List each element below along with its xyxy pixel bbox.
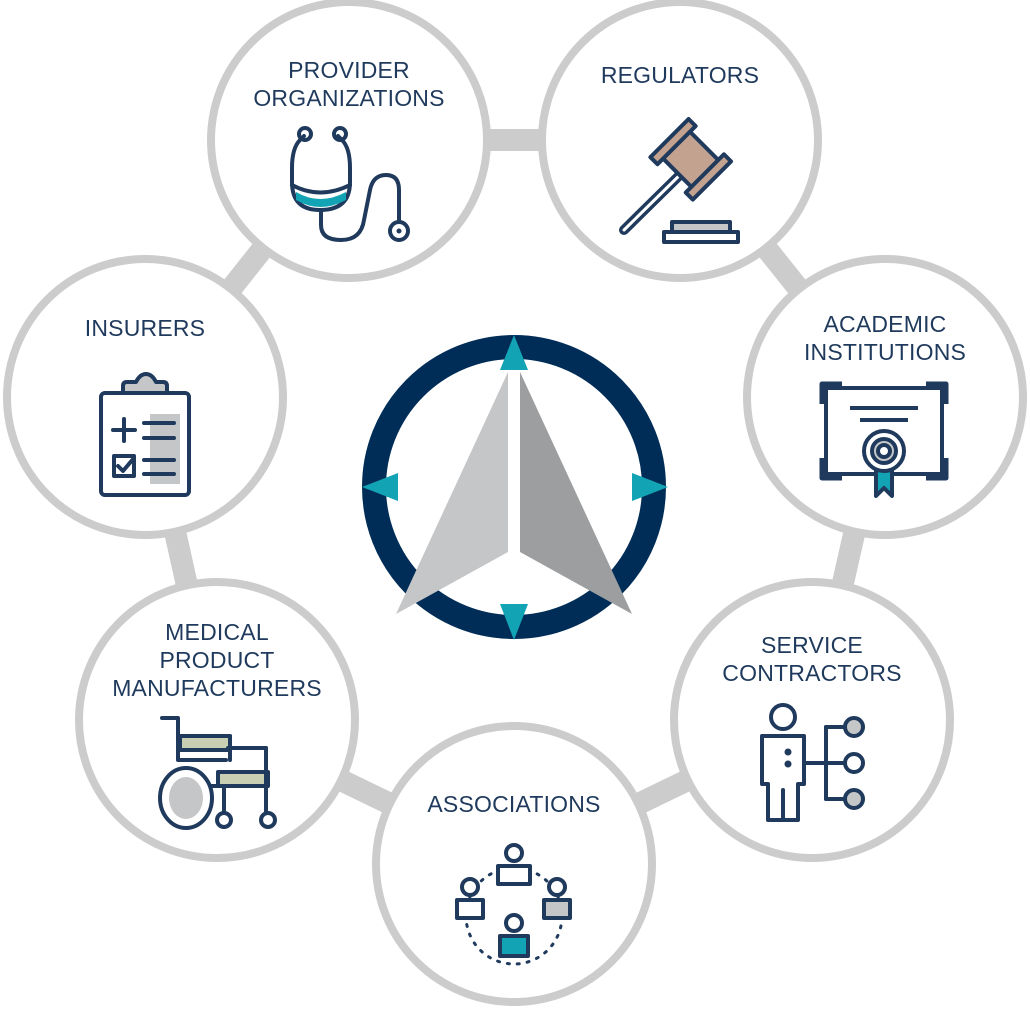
compass-west-marker bbox=[362, 473, 398, 501]
node-label-service: SERVICE CONTRACTORS bbox=[692, 631, 932, 687]
certificate-icon bbox=[819, 381, 949, 498]
gavel-icon bbox=[619, 116, 740, 244]
label-line: ASSOCIATIONS bbox=[427, 791, 601, 817]
node-circle-insurers bbox=[3, 255, 287, 539]
node-label-associations: ASSOCIATIONS bbox=[394, 790, 634, 818]
label-line: CONTRACTORS bbox=[722, 660, 902, 686]
label-line: INSURERS bbox=[84, 315, 206, 341]
node-circle-academic bbox=[743, 255, 1027, 539]
node-label-academic: ACADEMIC INSTITUTIONS bbox=[765, 310, 1005, 366]
clipboard-icon bbox=[99, 372, 191, 497]
node-label-medical: MEDICAL PRODUCT MANUFACTURERS bbox=[97, 618, 337, 702]
label-line: MEDICAL bbox=[165, 619, 269, 645]
compass-needle-right bbox=[520, 372, 632, 614]
node-label-insurers: INSURERS bbox=[25, 314, 265, 342]
compass-navigation-icon bbox=[362, 335, 668, 640]
node-label-regulators: REGULATORS bbox=[560, 61, 800, 89]
label-line: PROVIDER bbox=[288, 57, 410, 83]
label-line: INSTITUTIONS bbox=[803, 339, 967, 365]
label-line: ORGANIZATIONS bbox=[253, 85, 445, 111]
node-circle-medical bbox=[75, 578, 359, 862]
stethoscope-icon bbox=[290, 126, 410, 242]
node-circle-provider bbox=[207, 0, 491, 282]
compass-east-marker bbox=[632, 473, 668, 501]
wheelchair-icon bbox=[158, 716, 277, 830]
compass-north-marker bbox=[500, 335, 528, 370]
compass-needle-left bbox=[396, 372, 508, 614]
org-chart-person-icon bbox=[760, 703, 865, 822]
node-label-provider: PROVIDER ORGANIZATIONS bbox=[229, 56, 469, 112]
compass-south-marker bbox=[500, 604, 528, 640]
label-line: ACADEMIC bbox=[823, 311, 947, 337]
label-line: SERVICE bbox=[761, 632, 863, 658]
label-line: REGULATORS bbox=[600, 62, 760, 88]
label-line: MANUFACTURERS bbox=[112, 675, 322, 701]
people-network-icon bbox=[455, 843, 572, 966]
label-line: PRODUCT bbox=[159, 647, 275, 673]
node-circle-service bbox=[670, 578, 954, 862]
